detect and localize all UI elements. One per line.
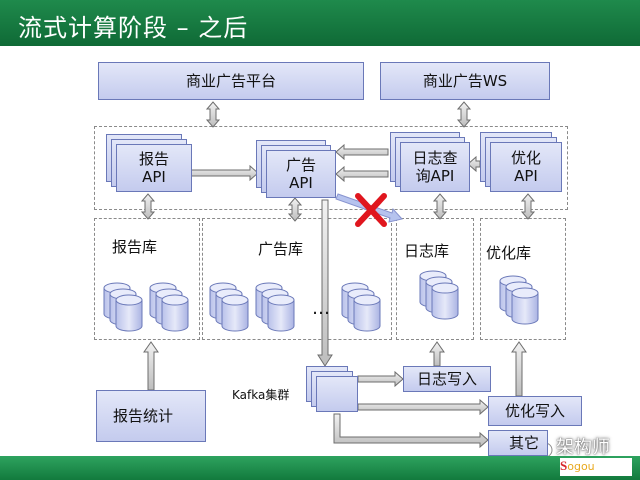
fat-arrow-ad-api-db: [287, 197, 303, 222]
arrow-kafka-to-log-write: [357, 370, 404, 388]
log-db-cylinders: [420, 271, 458, 319]
ad-ws-box: 商业广告WS: [380, 62, 550, 100]
ad-api-box: 广告 API: [266, 150, 336, 198]
report-db-cylinders: [104, 283, 188, 331]
fat-arrow-opt-api-db: [520, 193, 536, 220]
arrow-kafka-to-other: [333, 413, 489, 449]
optimize-db-cylinders: [500, 276, 538, 324]
report-stats-box: 报告统计: [96, 390, 206, 442]
ad-db-cylinders: [210, 283, 380, 331]
report-db-label: 报告库: [112, 238, 158, 256]
arrow-log-to-ad-api-1: [335, 143, 389, 161]
fat-arrow-platform-api: [205, 101, 221, 128]
api-layer-group: [94, 126, 568, 210]
fat-arrow-ws-api: [456, 101, 472, 128]
arrow-ad-api-to-kafka: [317, 199, 333, 367]
other-box: 其它: [488, 430, 548, 456]
slide-title: 流式计算阶段 – 之后: [18, 14, 249, 42]
optimize-api-box: 优化 API: [490, 142, 562, 192]
cross-icon: [355, 193, 387, 227]
arrow-log-write-to-db: [429, 341, 445, 367]
footer-bar: [0, 456, 640, 480]
kafka-box: [316, 376, 358, 412]
ad-db-label: 广告库: [258, 240, 304, 258]
kafka-label: Kafka集群: [232, 388, 290, 402]
arrow-opt-write-to-db: [511, 341, 527, 397]
arrow-report-to-ad-api: [189, 164, 259, 182]
sogou-logo-dots: ogou: [567, 460, 595, 473]
report-api-box: 报告 API: [116, 144, 192, 192]
optimize-db-label: 优化库: [486, 244, 532, 262]
log-db-group: [396, 218, 474, 340]
log-db-label: 日志库: [404, 242, 450, 260]
ad-platform-box: 商业广告平台: [98, 62, 364, 100]
ad-db-ellipsis: …: [312, 298, 330, 319]
optimize-write-box: 优化写入: [488, 396, 582, 426]
fat-arrow-log-api-db: [432, 193, 448, 220]
arrow-log-to-ad-api-2: [335, 165, 389, 183]
watermark-text: 架构师: [556, 437, 610, 458]
header-bar: 流式计算阶段 – 之后: [0, 0, 640, 46]
fat-arrow-report-api-db: [140, 193, 156, 220]
sogou-logo-mark: S: [560, 458, 568, 473]
log-write-box: 日志写入: [403, 366, 491, 392]
optimize-db-group: [480, 218, 566, 340]
arrow-kafka-to-opt-write: [357, 398, 489, 416]
arrow-opt-to-log-api: [467, 155, 481, 173]
log-query-api-box: 日志查 询API: [400, 142, 470, 192]
arrow-stats-to-report-db: [143, 341, 159, 391]
sogou-logo: Sogou: [560, 458, 632, 476]
